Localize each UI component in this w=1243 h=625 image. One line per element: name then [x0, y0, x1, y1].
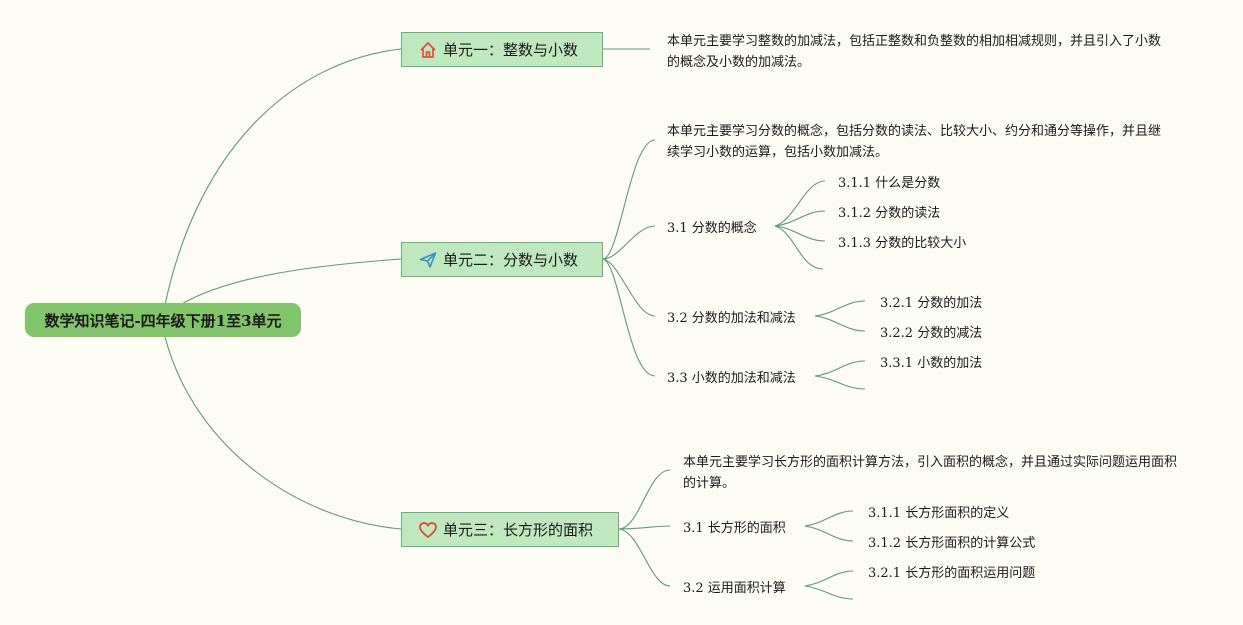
- unit-three-title: 单元三：长方形的面积: [443, 521, 594, 539]
- unit-two-item-2-2[interactable]: 3.2.2 分数的减法: [880, 326, 983, 341]
- link-u2s1-i1: [774, 180, 826, 227]
- link-unit3-summary: [618, 469, 671, 530]
- link-unit3-sec1: [618, 525, 671, 530]
- unit-two-item-3-1[interactable]: 3.3.1 小数的加法: [880, 356, 983, 371]
- unit-three-summary: 本单元主要学习长方形的面积计算方法，引入面积的概念，并且通过实际问题运用面积的计…: [683, 455, 1178, 491]
- link-root-unit1: [164, 48, 402, 306]
- link-u3s1-i1: [804, 510, 854, 527]
- link-u2s2-i2: [814, 315, 866, 332]
- unit-two-section-3[interactable]: 3.3 小数的加法和减法: [667, 371, 796, 386]
- unit-two-item-1-3[interactable]: 3.1.3 分数的比较大小: [838, 236, 967, 251]
- unit-three-node[interactable]: 单元三：长方形的面积: [401, 512, 619, 547]
- unit-two-section-2[interactable]: 3.2 分数的加法和减法: [667, 311, 796, 326]
- link-unit2-sec2: [602, 258, 656, 317]
- link-root-unit2: [179, 258, 402, 306]
- unit-three-section-2[interactable]: 3.2 运用面积计算: [683, 581, 786, 596]
- unit-one-summary: 本单元主要学习整数的加减法，包括正整数和负整数的相加相减规则，并且引入了小数的概…: [667, 34, 1162, 70]
- heart-icon: [418, 520, 438, 540]
- unit-two-summary: 本单元主要学习分数的概念，包括分数的读法、比较大小、约分和通分等操作，并且继续学…: [667, 124, 1162, 160]
- root-title: 数学知识笔记-四年级下册1至3单元: [44, 311, 282, 330]
- link-u2s2-i1: [814, 300, 866, 317]
- link-u3s1-i2: [804, 525, 854, 542]
- unit-one-node[interactable]: 单元一：整数与小数: [401, 32, 603, 67]
- link-u3s2-i1: [804, 570, 854, 587]
- link-u2s1-i4: [774, 225, 824, 270]
- unit-three-item-2-1[interactable]: 3.2.1 长方形的面积运用问题: [868, 566, 1036, 581]
- link-u2s1-i2: [774, 210, 826, 227]
- unit-three-section-1[interactable]: 3.1 长方形的面积: [683, 521, 786, 536]
- link-u3s2-i2: [804, 585, 854, 600]
- unit-two-title: 单元二：分数与小数: [443, 251, 579, 269]
- unit-one-title: 单元一：整数与小数: [443, 41, 579, 59]
- unit-two-item-2-1[interactable]: 3.2.1 分数的加法: [880, 296, 983, 311]
- link-u2s3-i2: [814, 375, 866, 390]
- link-root-unit3: [164, 336, 402, 530]
- unit-two-section-1[interactable]: 3.1 分数的概念: [667, 221, 757, 236]
- link-u2s1-i3: [774, 225, 826, 242]
- unit-two-node[interactable]: 单元二：分数与小数: [401, 242, 603, 277]
- unit-three-item-1-1[interactable]: 3.1.1 长方形面积的定义: [868, 506, 1010, 521]
- link-u2s3-i1: [814, 360, 866, 377]
- unit-two-item-1-1[interactable]: 3.1.1 什么是分数: [838, 176, 941, 191]
- link-unit3-sec2: [618, 528, 671, 587]
- home-icon: [418, 40, 438, 60]
- link-unit2-summary: [602, 139, 656, 260]
- unit-three-item-1-2[interactable]: 3.1.2 长方形面积的计算公式: [868, 536, 1036, 551]
- link-unit2-sec1: [602, 225, 656, 260]
- root-node[interactable]: 数学知识笔记-四年级下册1至3单元: [25, 303, 301, 337]
- paper-plane-icon: [418, 250, 438, 270]
- link-unit2-sec3: [602, 258, 656, 377]
- unit-two-item-1-2[interactable]: 3.1.2 分数的读法: [838, 206, 941, 221]
